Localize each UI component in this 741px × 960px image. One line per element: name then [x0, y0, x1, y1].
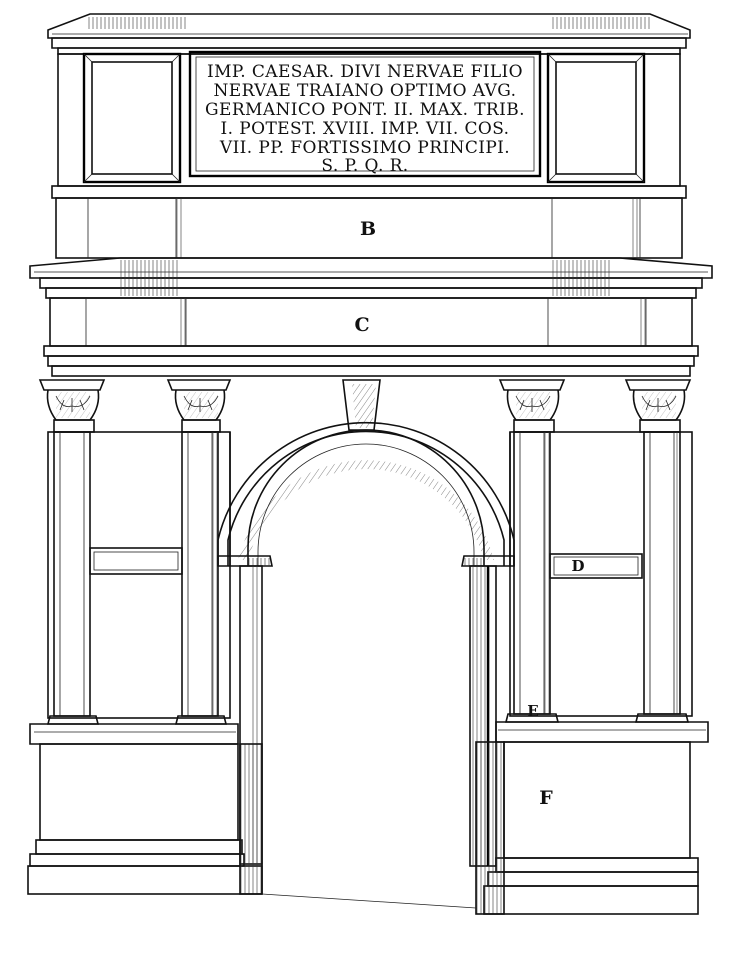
left-pier — [46, 431, 231, 725]
label-c: C — [354, 314, 369, 336]
attic-left-panel — [82, 52, 182, 184]
inscription-line-6: S. P. Q. R. — [321, 156, 408, 176]
inscription-line-3: GERMANICO PONT. II. MAX. TRIB. — [205, 100, 525, 120]
inscription-tablet — [188, 50, 542, 178]
architrave — [43, 345, 699, 377]
capital-left-outer — [38, 379, 106, 433]
left-pedestal — [27, 723, 263, 895]
capital-right-outer — [624, 379, 692, 433]
main-cornice — [29, 257, 713, 299]
label-e: E — [527, 702, 538, 720]
inscription-line-4: I. POTEST. XVIII. IMP. VII. COS. — [221, 119, 510, 139]
attic-base-b: B — [51, 185, 687, 259]
ground-line — [261, 893, 477, 909]
inscription-line-5: VII. PP. FORTISSIMO PRINCIPI. — [219, 138, 510, 158]
frieze-c: C — [49, 297, 693, 347]
label-b: B — [360, 218, 376, 240]
attic-cornice — [47, 13, 691, 55]
label-d: D — [571, 557, 584, 575]
label-f: F — [539, 787, 553, 809]
inscription-line-2: NERVAE TRAIANO OPTIMO AVG. — [214, 81, 517, 101]
right-pier: D E — [504, 431, 693, 723]
attic-right-panel — [546, 52, 646, 184]
inscription-text: IMP. CAESAR. DIVI NERVAE FILIO NERVAE TR… — [205, 62, 525, 176]
capital-right-inner — [498, 379, 566, 433]
attic-body: IMP. CAESAR. DIVI NERVAE FILIO NERVAE TR… — [57, 50, 681, 187]
impost-left — [217, 555, 273, 567]
column-left-outer — [53, 431, 91, 717]
right-pedestal: F — [475, 721, 709, 915]
inscription-line-1: IMP. CAESAR. DIVI NERVAE FILIO — [207, 62, 523, 82]
capital-left-inner — [166, 379, 232, 433]
